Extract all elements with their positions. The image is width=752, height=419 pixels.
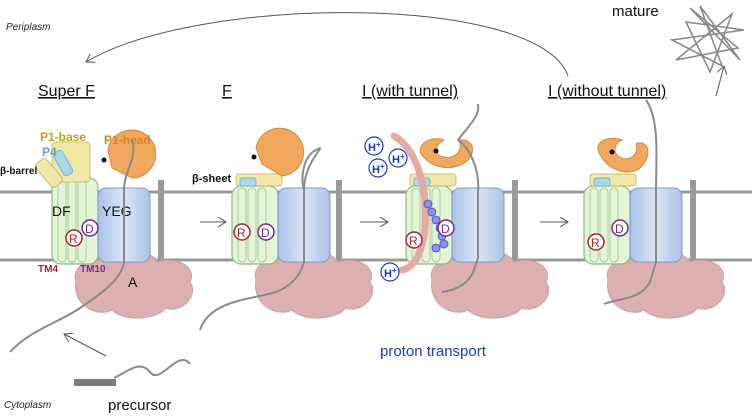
p1-head-domain: [419, 138, 473, 168]
complex-i-with-tunnel: R D H+ H+ H+ H+ proton transport: [364, 103, 549, 360]
proton-dot: [423, 199, 433, 209]
complex-f: R D β-sheet: [192, 127, 373, 331]
proton-dot: [431, 243, 441, 253]
state-label-super-f: Super F: [38, 83, 95, 100]
residue-d-label: D: [441, 222, 450, 236]
residue-d: [611, 219, 629, 237]
svg-text:H+: H+: [368, 140, 381, 154]
mature-label: mature: [612, 3, 659, 20]
p1-head-eye: [433, 148, 439, 154]
mature-protein: [669, 5, 745, 75]
secdf-helix: [599, 187, 609, 263]
secg-helix: [690, 180, 696, 260]
p1-head-domain: [255, 127, 305, 177]
state-label-f: F: [222, 83, 232, 100]
residue-r: [65, 229, 83, 247]
proton-dot: [431, 215, 441, 225]
p4-domain: [593, 177, 611, 187]
p1-head-eye: [609, 149, 615, 155]
beta-sheet-label: β-sheet: [192, 173, 231, 185]
cytoplasm-label: Cytoplasm: [4, 400, 51, 411]
p1-base-label: P1-base: [40, 130, 86, 144]
proton-dot: [427, 207, 437, 217]
svg-text:H+: H+: [384, 266, 397, 280]
df-label: DF: [52, 203, 71, 219]
p1-head-domain: [107, 129, 157, 179]
substrate-chain: [9, 139, 135, 353]
state-labels: Super F F I (with tunnel) I (without tun…: [38, 83, 666, 100]
complex-i-without-tunnel: R D: [583, 99, 725, 319]
residue-d-label: D: [85, 222, 94, 236]
residue-r-label: R: [69, 232, 78, 246]
substrate-chain: [603, 99, 658, 305]
secdf-helix: [589, 187, 599, 263]
substrate-chain-tail: [457, 103, 480, 141]
secg-helix: [512, 180, 518, 260]
release-arrow: [715, 66, 724, 97]
yeg-label: YEG: [102, 203, 132, 219]
secg-helix: [336, 180, 342, 260]
beta-barrel-domain: [35, 158, 63, 188]
residue-d: [81, 219, 99, 237]
residue-d: [437, 219, 455, 237]
p4-domain: [239, 177, 257, 187]
beta-barrel-label: β-barrel: [0, 166, 37, 177]
p1-head-domain: [597, 137, 649, 173]
proton-h-plus-1: H+: [364, 136, 384, 156]
substrate-chain: [199, 147, 322, 331]
proton-h-plus-2: H+: [388, 148, 408, 168]
recycle-arrow: [86, 12, 569, 77]
p1-head-label: P1-head: [104, 133, 151, 147]
state-label-i-with-tunnel: I (with tunnel): [362, 83, 458, 100]
residue-d-label: D: [615, 222, 624, 236]
proton-transport-label: proton transport: [380, 343, 487, 360]
residue-r: [233, 223, 251, 241]
residue-r: [587, 233, 605, 251]
residue-d-label: D: [261, 226, 270, 240]
seca-label: A: [128, 274, 138, 290]
proton-h-plus-4: H+: [380, 262, 400, 282]
complex-super-f: A R D DF YEG P1-base P1-head P4 β-barrel…: [0, 129, 193, 353]
tm4-label: TM4: [38, 264, 58, 275]
proton-channel: [390, 132, 430, 274]
precursor-label: precursor: [108, 397, 171, 414]
p4-domain: [52, 149, 74, 177]
svg-text:H+: H+: [392, 152, 405, 166]
residue-r: [405, 231, 423, 249]
precursor-chain: [113, 359, 191, 379]
periplasm-label: Periplasm: [6, 22, 50, 33]
residue-d: [257, 223, 275, 241]
secdf-helix: [247, 187, 257, 263]
tm10-label: TM10: [80, 264, 106, 275]
substrate-chain: [441, 139, 480, 293]
precursor-group: precursor: [74, 359, 191, 414]
entry-arrow: [64, 334, 107, 357]
proton-dot: [439, 239, 449, 249]
residue-r-label: R: [409, 234, 418, 248]
residue-r-label: R: [591, 236, 600, 250]
signal-peptide: [74, 379, 116, 386]
p4-label: P4: [42, 145, 57, 159]
proton-h-plus-3: H+: [368, 158, 388, 178]
state-label-i-without-tunnel: I (without tunnel): [548, 83, 666, 100]
p1-head-eye: [251, 154, 257, 160]
svg-text:H+: H+: [372, 162, 385, 176]
residue-r-label: R: [237, 226, 246, 240]
secg-helix: [158, 180, 164, 260]
p1-head-eye: [101, 157, 107, 163]
mature-group: mature: [612, 3, 745, 75]
